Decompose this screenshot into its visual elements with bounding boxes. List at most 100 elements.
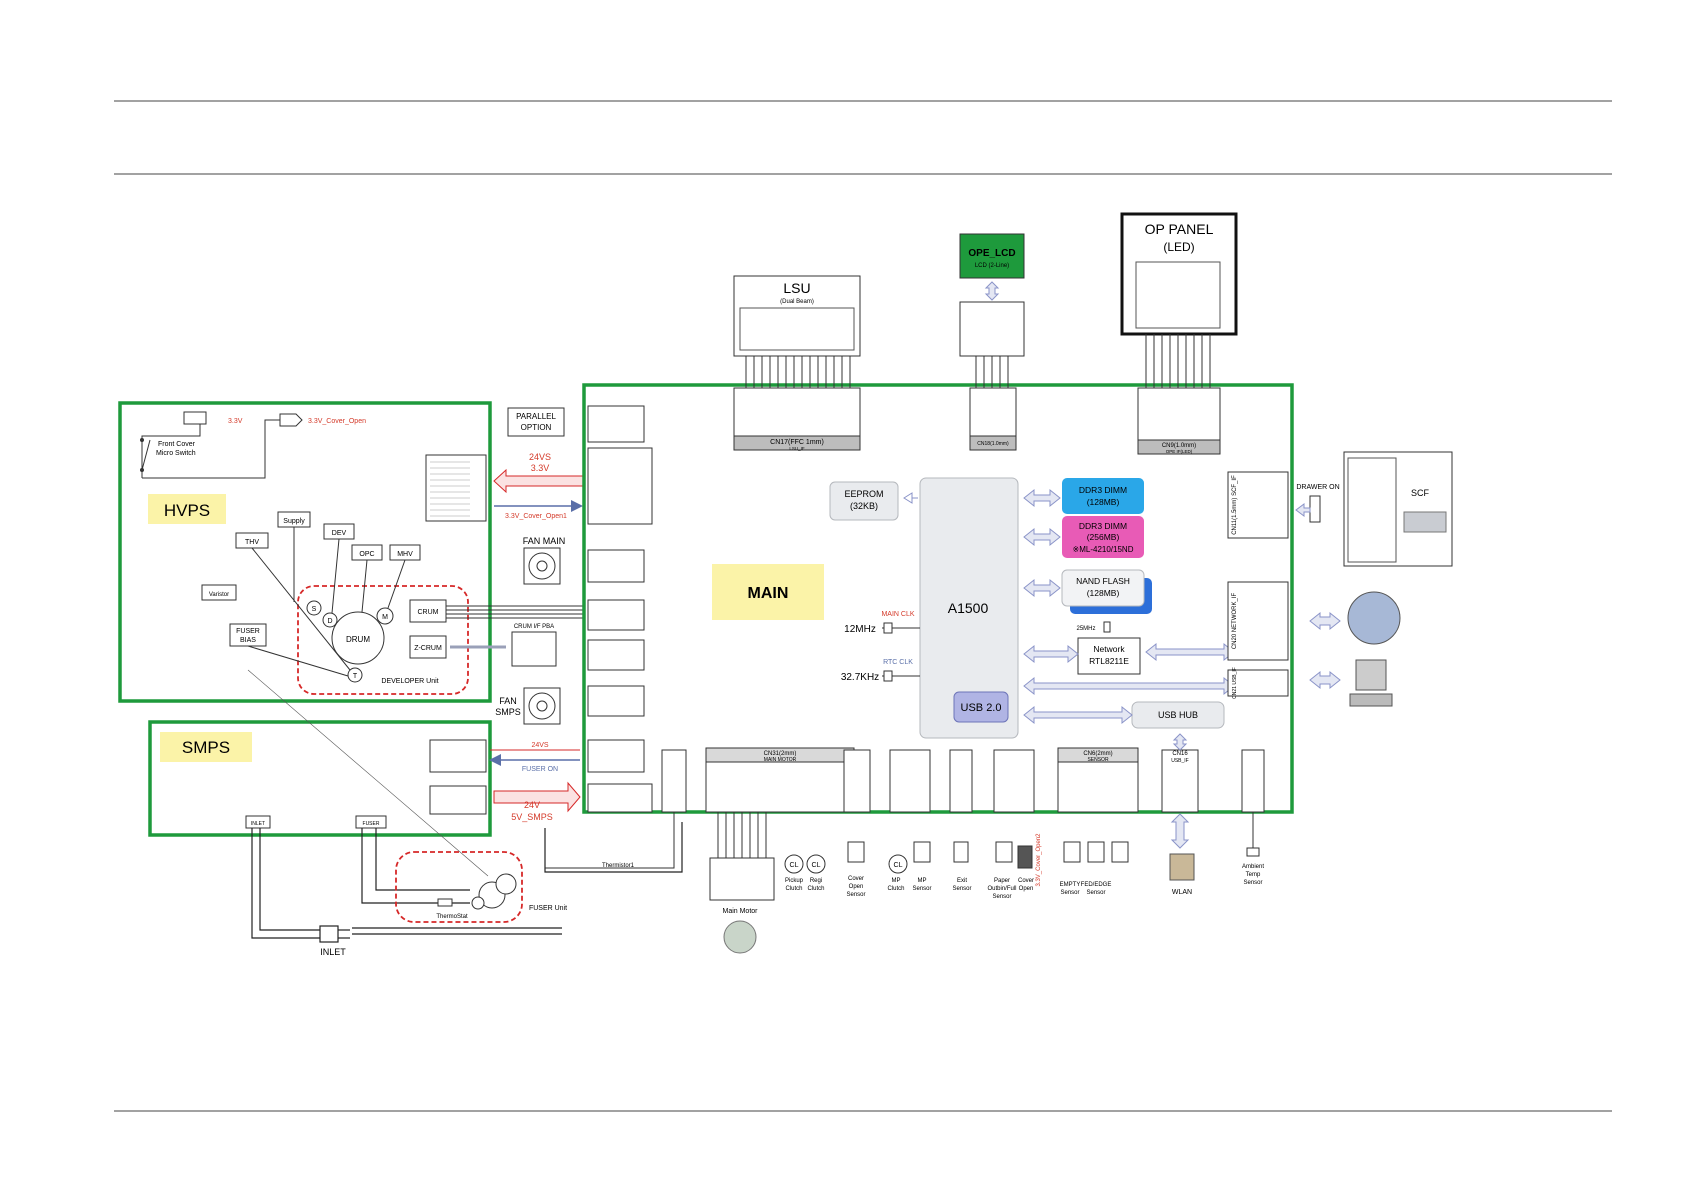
cn9-sub-label: OPE IF(LED) bbox=[1166, 449, 1193, 454]
ambient-label-2: Temp bbox=[1246, 872, 1261, 878]
fan-smps-label-2: SMPS bbox=[495, 707, 521, 717]
hvps-33v: 3.3V bbox=[228, 418, 243, 425]
cn17-label: CN17(FFC 1mm) bbox=[770, 439, 824, 446]
eeprom-label-1: EEPROM bbox=[844, 489, 883, 499]
fed-sensor-label-1: FED/EDGE bbox=[1081, 882, 1112, 888]
op-panel-sub-label: (LED) bbox=[1163, 240, 1194, 254]
smps-24v: 24V bbox=[524, 800, 540, 810]
rtc-clk-label: RTC CLK bbox=[883, 659, 913, 666]
mp-sensor-label-2: Sensor bbox=[912, 886, 931, 892]
fuser-bias-1: FUSER bbox=[236, 628, 260, 635]
parallel-label-1: PARALLEL bbox=[516, 412, 556, 421]
cover-sensor-label-3: Sensor bbox=[846, 892, 865, 898]
ope-lcd-sub-label: LCD (2-Line) bbox=[975, 263, 1009, 269]
pickup-label-2: Clutch bbox=[785, 886, 802, 892]
ddr3-2-label-b: (256MB) bbox=[1087, 532, 1120, 542]
lsu-group: LSU (Dual Beam) CN17(FFC 1mm) LSU_IF bbox=[733, 275, 861, 451]
cl-mp: CL bbox=[894, 862, 903, 869]
main-label: MAIN bbox=[748, 585, 789, 602]
smps-inlet-tab: INLET bbox=[251, 821, 265, 827]
hvps-33v-arrow: 3.3V bbox=[531, 463, 550, 473]
smps-24vs: 24VS bbox=[531, 742, 548, 749]
main-clk-label: MAIN CLK bbox=[881, 611, 914, 618]
lsu-sub-label: (Dual Beam) bbox=[780, 299, 814, 305]
s-roller: S bbox=[312, 606, 317, 613]
cn17-sub-label: LSU_IF bbox=[789, 446, 805, 451]
cn18-label: CN18(1.0mm) bbox=[977, 441, 1009, 447]
ddr3-2-label-a: DDR3 DIMM bbox=[1079, 521, 1127, 531]
network-label-2: RTL8211E bbox=[1089, 656, 1129, 666]
mp-sensor-label-1: MP bbox=[918, 878, 927, 884]
op-panel-label: OP PANEL bbox=[1145, 221, 1214, 237]
ddr3-1-label-a: DDR3 DIMM bbox=[1079, 485, 1127, 495]
hvps-block: HVPS 3.3V 3.3V_Cover_Open Front Cover Mi… bbox=[118, 401, 492, 703]
op-panel-group: OP PANEL (LED) CN9(1.0mm) OPE IF(LED) bbox=[1120, 212, 1238, 455]
usb-hub-label: USB HUB bbox=[1158, 710, 1198, 720]
ambient-label-3: Sensor bbox=[1243, 880, 1262, 886]
hvps-label: HVPS bbox=[164, 501, 210, 520]
hvps-cover-open1: 3.3V_Cover_Open1 bbox=[505, 513, 567, 520]
empty-sensor-label-2: Sensor bbox=[1060, 890, 1079, 896]
cn31-sub-label: MAIN MOTOR bbox=[764, 757, 797, 763]
fan-main-label: FAN MAIN bbox=[523, 536, 566, 546]
inlet-wiring bbox=[251, 822, 683, 943]
crystal-25mhz: 25MHz bbox=[1076, 626, 1095, 632]
cover-sensor-label-1: Cover bbox=[848, 876, 864, 882]
usb20-label: USB 2.0 bbox=[961, 702, 1002, 714]
main-motor-label: Main Motor bbox=[722, 908, 758, 915]
t-roller: T bbox=[353, 673, 358, 680]
ddr3-1-label-b: (128MB) bbox=[1087, 497, 1120, 507]
crum-if-pba-label: CRUM I/F PBA bbox=[514, 624, 554, 630]
z-crum-box: Z-CRUM bbox=[414, 645, 442, 652]
power-arrows: 24VS 3.3V 3.3V_Cover_Open1 24VS FUSER ON… bbox=[446, 452, 585, 822]
d-roller: D bbox=[327, 618, 332, 625]
pickup-label-1: Pickup bbox=[785, 878, 804, 884]
paper-sensor-label-3: Sensor bbox=[992, 894, 1011, 900]
cover-sensor-label-2: Open bbox=[849, 884, 864, 890]
varistor-box: Varistor bbox=[209, 592, 229, 598]
thermostat-label: ThermoStat bbox=[436, 914, 468, 920]
hvps-24vs: 24VS bbox=[529, 452, 551, 462]
cn11-label: CN11(1.5mm) SCF_IF bbox=[1232, 475, 1238, 535]
cn6-sub-label: SENSOR bbox=[1087, 757, 1109, 763]
ope-lcd-group: OPE_LCD LCD (2-Line) CN18(1.0mm) bbox=[959, 233, 1025, 451]
cn20-label: CN20 NETWORK_IF bbox=[1232, 592, 1238, 649]
developer-unit-label: DEVELOPER Unit bbox=[381, 678, 438, 685]
dev-box: DEV bbox=[332, 530, 347, 537]
mhv-box: MHV bbox=[397, 551, 413, 558]
fuser-bias-2: BIAS bbox=[240, 637, 256, 644]
clk-12mhz: 12MHz bbox=[844, 624, 876, 635]
fuser-unit: ThermoStat FUSER Unit Thermistor1 bbox=[395, 851, 635, 923]
cn9-label: CN9(1.0mm) bbox=[1162, 443, 1196, 449]
right-connectors: CN11(1.5mm) SCF_IF CN20 NETWORK_IF CN21 … bbox=[1227, 451, 1453, 707]
regi-label-2: Clutch bbox=[807, 886, 824, 892]
inlet-bottom-label: INLET bbox=[320, 947, 346, 957]
nand-label-2: (128MB) bbox=[1087, 588, 1120, 598]
cover-open2-red: 3.3V_Cover_Open2 bbox=[1036, 833, 1042, 887]
paper-sensor-label-2: Outbin/Full bbox=[987, 886, 1016, 892]
bottom-connectors: CN31(2mm) MAIN MOTOR Main Motor CL Picku… bbox=[545, 733, 1265, 954]
cl-pickup: CL bbox=[790, 862, 799, 869]
fuser-on-arrow: FUSER ON bbox=[522, 766, 558, 773]
eeprom-label-2: (32KB) bbox=[850, 501, 878, 511]
paper-sensor-label-1: Paper bbox=[994, 878, 1010, 884]
cn6-label: CN6(2mm) bbox=[1083, 751, 1112, 757]
crum-box: CRUM bbox=[418, 609, 439, 616]
fan-smps-label-1: FAN bbox=[499, 696, 517, 706]
exit-sensor-label-1: Exit bbox=[957, 878, 967, 884]
fuser-bias-lead bbox=[247, 669, 489, 877]
cn31-label: CN31(2mm) bbox=[764, 751, 797, 757]
network-label-1: Network bbox=[1093, 644, 1125, 654]
hvps-cover-open: 3.3V_Cover_Open bbox=[308, 418, 366, 425]
opc-box: OPC bbox=[359, 551, 374, 558]
m-roller: M bbox=[382, 614, 388, 621]
cn16-sub-label: USB_IF bbox=[1171, 758, 1189, 764]
clk-32khz: 32.7KHz bbox=[841, 672, 879, 683]
thv-box: THV bbox=[245, 539, 259, 546]
cl-regi: CL bbox=[812, 862, 821, 869]
cn21-label: CN21 USB_IF bbox=[1232, 667, 1238, 699]
scf-label: SCF bbox=[1411, 488, 1430, 498]
fed-sensor-label-2: Sensor bbox=[1086, 890, 1105, 896]
smps-block: SMPS INLET FUSER bbox=[148, 720, 492, 837]
cover-open2-label-1: Cover bbox=[1018, 878, 1034, 884]
